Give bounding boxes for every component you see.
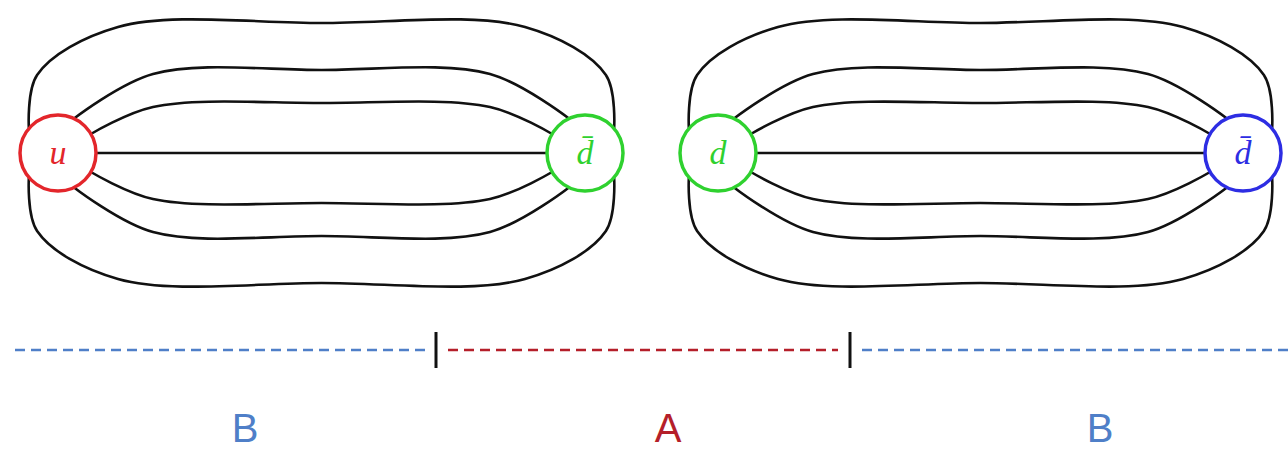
region-tick <box>849 332 852 368</box>
flux-line <box>29 177 615 286</box>
quark-circle: d̄ <box>545 113 625 193</box>
region-b-dashes <box>15 349 425 352</box>
flux-line <box>74 187 569 238</box>
quark-label: d̄ <box>1203 113 1283 193</box>
flux-line <box>74 67 569 118</box>
quark-circle: d̄ <box>1203 113 1283 193</box>
flux-line <box>734 67 1227 118</box>
flux-line <box>29 19 615 128</box>
flux-line <box>91 172 552 204</box>
quark-label: u <box>18 113 98 193</box>
region-tick <box>435 332 438 368</box>
quark-label: d <box>678 113 758 193</box>
quark-circle: d <box>678 113 758 193</box>
flux-line <box>689 19 1273 128</box>
flux-line <box>756 152 1205 155</box>
flux-line <box>96 152 547 155</box>
region-b-dashes <box>862 349 1288 352</box>
flux-line <box>751 172 1210 204</box>
region-label: B <box>232 408 259 448</box>
flux-line <box>91 102 552 134</box>
flux-line <box>751 102 1210 134</box>
quark-circle: u <box>18 113 98 193</box>
quark-label: d̄ <box>545 113 625 193</box>
region-label: A <box>655 408 682 448</box>
flux-line <box>734 187 1227 238</box>
flux-line <box>689 177 1273 286</box>
region-a-dashes <box>448 349 838 352</box>
region-label: B <box>1087 408 1114 448</box>
